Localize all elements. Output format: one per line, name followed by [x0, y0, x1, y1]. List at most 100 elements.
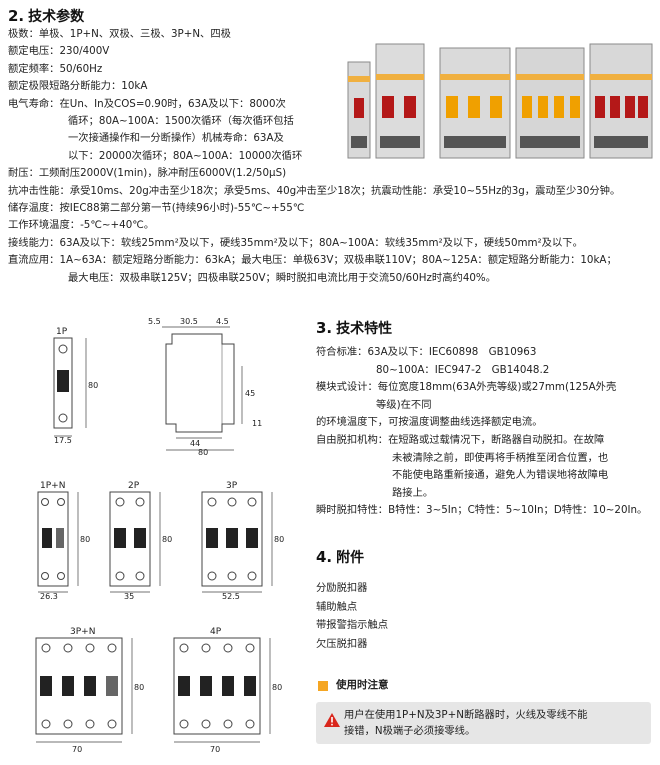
section2-line-text: 50/60Hz [59, 62, 103, 75]
side-d4: 45 [245, 389, 255, 398]
usage-title: 使用时注意 [336, 679, 389, 691]
section3-line-text: 在短路或过载情况下，断路器自动脱扣。在故障 [388, 434, 605, 446]
section2-line-text: 承受10ms、20g冲击至少18次；承受5ms、40g冲击至少18次；抗震动性能… [69, 184, 621, 197]
section3-line-text: 未被清除之前，即使再将手柄推至闭合位置，也 [392, 451, 609, 464]
section3-line: 未被清除之前，即使再将手柄推至闭合位置，也 [392, 450, 608, 466]
section2-line-text: 工频耐压2000V(1min)，脉冲耐压6000V(1.2/50μS) [38, 167, 287, 180]
section2-line-text: 一次接通操作和一分断操作）机械寿命：63A及 [68, 132, 284, 145]
section3-number: 3. [316, 319, 333, 337]
drawing-4p: 4P 80 70 [173, 627, 282, 754]
drawing-1pn-width: 26.3 [40, 592, 58, 600]
section2-line-text: 230/400V [59, 45, 110, 58]
section2-line-text: 以下：20000次循环；80A~100A：10000次循环 [68, 149, 303, 162]
drawing-2p: 2P 80 35 [109, 481, 172, 600]
accessory-item: 分励脱扣器 [316, 582, 368, 594]
drawing-3p-height: 80 [274, 535, 284, 544]
drawing-4p-height: 80 [272, 683, 282, 692]
section3-line: 路接上。 [392, 485, 433, 501]
accessory-item: 欠压脱扣器 [316, 637, 368, 650]
drawing-4p-label: 4P [210, 627, 222, 637]
warning-triangle-icon [324, 713, 340, 727]
section2-line: 接线能力：63A及以下：软线25mm²及以下，硬线35mm²及以下；80A~10… [8, 235, 583, 251]
section2-heading: 2.技术参数 [8, 6, 84, 26]
drawing-2p-width: 35 [124, 592, 134, 600]
accessory-item: 带报警指示触点 [316, 619, 389, 631]
section2-line: 额定电压：230/400V [8, 43, 109, 59]
section4-title: 附件 [336, 550, 365, 566]
drawing-3pn: 3P+N 80 70 [35, 627, 144, 754]
section2-line-text: 1A~63A：额定短路分断能力：63kA；最大电压：单极63V；双极串联110V… [59, 254, 617, 267]
section3-line-label: 模块式设计： [316, 381, 378, 394]
section2-line-text: 按IEC88第二部分第一节(持续96小时)-55℃~+55℃ [59, 202, 305, 214]
section3-line-text: 63A及以下：IEC60898 GB10963 [367, 346, 537, 358]
usage-bullet-icon [318, 681, 328, 691]
drawing-1p-width: 17.5 [54, 436, 72, 444]
section3-line-text: B特性：3~5In；C特性：5~10In；D特性：10~20In。 [388, 504, 648, 517]
section3-line: 不能使电路重新接通，避免人为错误地将故障电 [392, 467, 608, 483]
drawing-3p-label: 3P [226, 481, 238, 491]
drawing-1pn-label: 1P+N [40, 481, 65, 491]
section2-line-text: 10kA [121, 80, 148, 93]
section2-line: 储存温度：按IEC88第二部分第一节(持续96小时)-55℃~+55℃ [8, 200, 304, 216]
section3-line-text: 每位宽度18mm(63A外壳等级)或27mm(125A外壳 [377, 381, 617, 394]
section2-line: 额定极限短路分断能力：10kA [8, 78, 147, 94]
breakers-photo [340, 40, 658, 168]
side-d1: 5.5 [148, 317, 161, 326]
side-d2: 30.5 [180, 317, 198, 326]
section2-line-text: 最大电压：双极串联125V；四极串联250V；瞬时脱扣电流比用于交流50/60H… [68, 271, 497, 284]
section3-line: 瞬时脱扣特性：B特性：3~5In；C特性：5~10In；D特性：10~20In。 [316, 502, 647, 518]
drawing-3pn-label: 3P+N [70, 627, 95, 637]
section2-line-label: 工作环境温度： [8, 219, 81, 232]
drawing-3pn-width: 70 [72, 745, 82, 754]
section2-line-label: 耐压： [8, 167, 39, 180]
section3-title: 技术特性 [336, 321, 393, 337]
section3-line: 的环境温度下，可按温度调整曲线选择额定电流。 [316, 414, 543, 430]
section2-line: 抗冲击性能：承受10ms、20g冲击至少18次；承受5ms、40g冲击至少18次… [8, 183, 620, 199]
section3-line: 模块式设计：每位宽度18mm(63A外壳等级)或27mm(125A外壳 [316, 379, 616, 395]
drawing-side-view: 5.5 30.5 4.5 45 44 11 80 [148, 317, 262, 456]
section2-line-label: 额定电压： [8, 45, 60, 58]
usage-notice-line1: 用户在使用1P+N及3P+N断路器时，火线及零线不能 [344, 709, 588, 721]
section3-line-text: 路接上。 [392, 486, 434, 499]
section2-line-text: -5℃~+40℃。 [80, 219, 155, 232]
section3-line: 自由脱扣机构：在短路或过载情况下，断路器自动脱扣。在故障 [316, 432, 604, 448]
side-d6: 11 [252, 419, 262, 428]
drawing-1pn: 1P+N 80 26.3 [37, 481, 90, 600]
section2-line-label: 抗冲击性能： [8, 184, 70, 197]
usage-notice-box: 用户在使用1P+N及3P+N断路器时，火线及零线不能 接错，N极端子必须接零线。 [316, 702, 651, 744]
side-d5: 44 [190, 439, 200, 448]
section3-line-text: 的环境温度下，可按温度调整曲线选择额定电流。 [316, 416, 543, 429]
section3-line: 80~100A：IEC947-2 GB14048.2 [376, 362, 549, 378]
drawing-4p-width: 70 [210, 745, 220, 754]
section3-line-text: 等级)在不同 [376, 398, 432, 411]
section2-line: 耐压：工频耐压2000V(1min)，脉冲耐压6000V(1.2/50μS) [8, 165, 286, 181]
section3-line-label: 瞬时脱扣特性： [316, 504, 389, 517]
section3-line-label: 符合标准： [316, 346, 368, 358]
section2-line-label: 接线能力： [8, 236, 60, 249]
drawing-1p-front: 1P 80 17.5 [53, 327, 98, 444]
side-d7: 80 [198, 448, 208, 456]
drawing-2p-label: 2P [128, 481, 140, 491]
section2-line: 以下：20000次循环；80A~100A：10000次循环 [68, 148, 302, 164]
side-d3: 4.5 [216, 317, 229, 326]
section2-line-label: 储存温度： [8, 202, 60, 214]
section2-line-label: 极数： [8, 28, 39, 40]
section3-line: 等级)在不同 [376, 397, 432, 413]
section3-line: 符合标准：63A及以下：IEC60898 GB10963 [316, 344, 536, 360]
section2-line-label: 额定极限短路分断能力： [8, 80, 122, 93]
section2-line-label: 额定频率： [8, 62, 60, 75]
section3-line-text: 不能使电路重新接通，避免人为错误地将故障电 [392, 469, 609, 482]
section2-line: 循环；80A~100A：1500次循环（每次循环包括 [68, 113, 294, 129]
usage-notice-text: 用户在使用1P+N及3P+N断路器时，火线及零线不能 接错，N极端子必须接零线。 [344, 707, 644, 739]
accessory-item: 辅助触点 [316, 600, 358, 613]
drawing-3pn-height: 80 [134, 683, 144, 692]
section2-line: 直流应用：1A~63A：额定短路分断能力：63kA；最大电压：单极63V；双极串… [8, 252, 617, 268]
section2-line: 电气寿命：在Un、In及COS=0.90时，63A及以下：8000次 [8, 96, 286, 112]
section2-line-label: 直流应用： [8, 254, 60, 267]
section3-line-text: 80~100A：IEC947-2 GB14048.2 [376, 363, 550, 376]
section2-line-text: 在Un、In及COS=0.90时，63A及以下：8000次 [59, 97, 286, 110]
section3-line-label: 自由脱扣机构： [316, 434, 389, 446]
section2-line: 额定频率：50/60Hz [8, 61, 102, 77]
section2-line-text: 循环；80A~100A：1500次循环（每次循环包括 [68, 115, 294, 127]
section2-line: 最大电压：双极串联125V；四极串联250V；瞬时脱扣电流比用于交流50/60H… [68, 270, 496, 286]
